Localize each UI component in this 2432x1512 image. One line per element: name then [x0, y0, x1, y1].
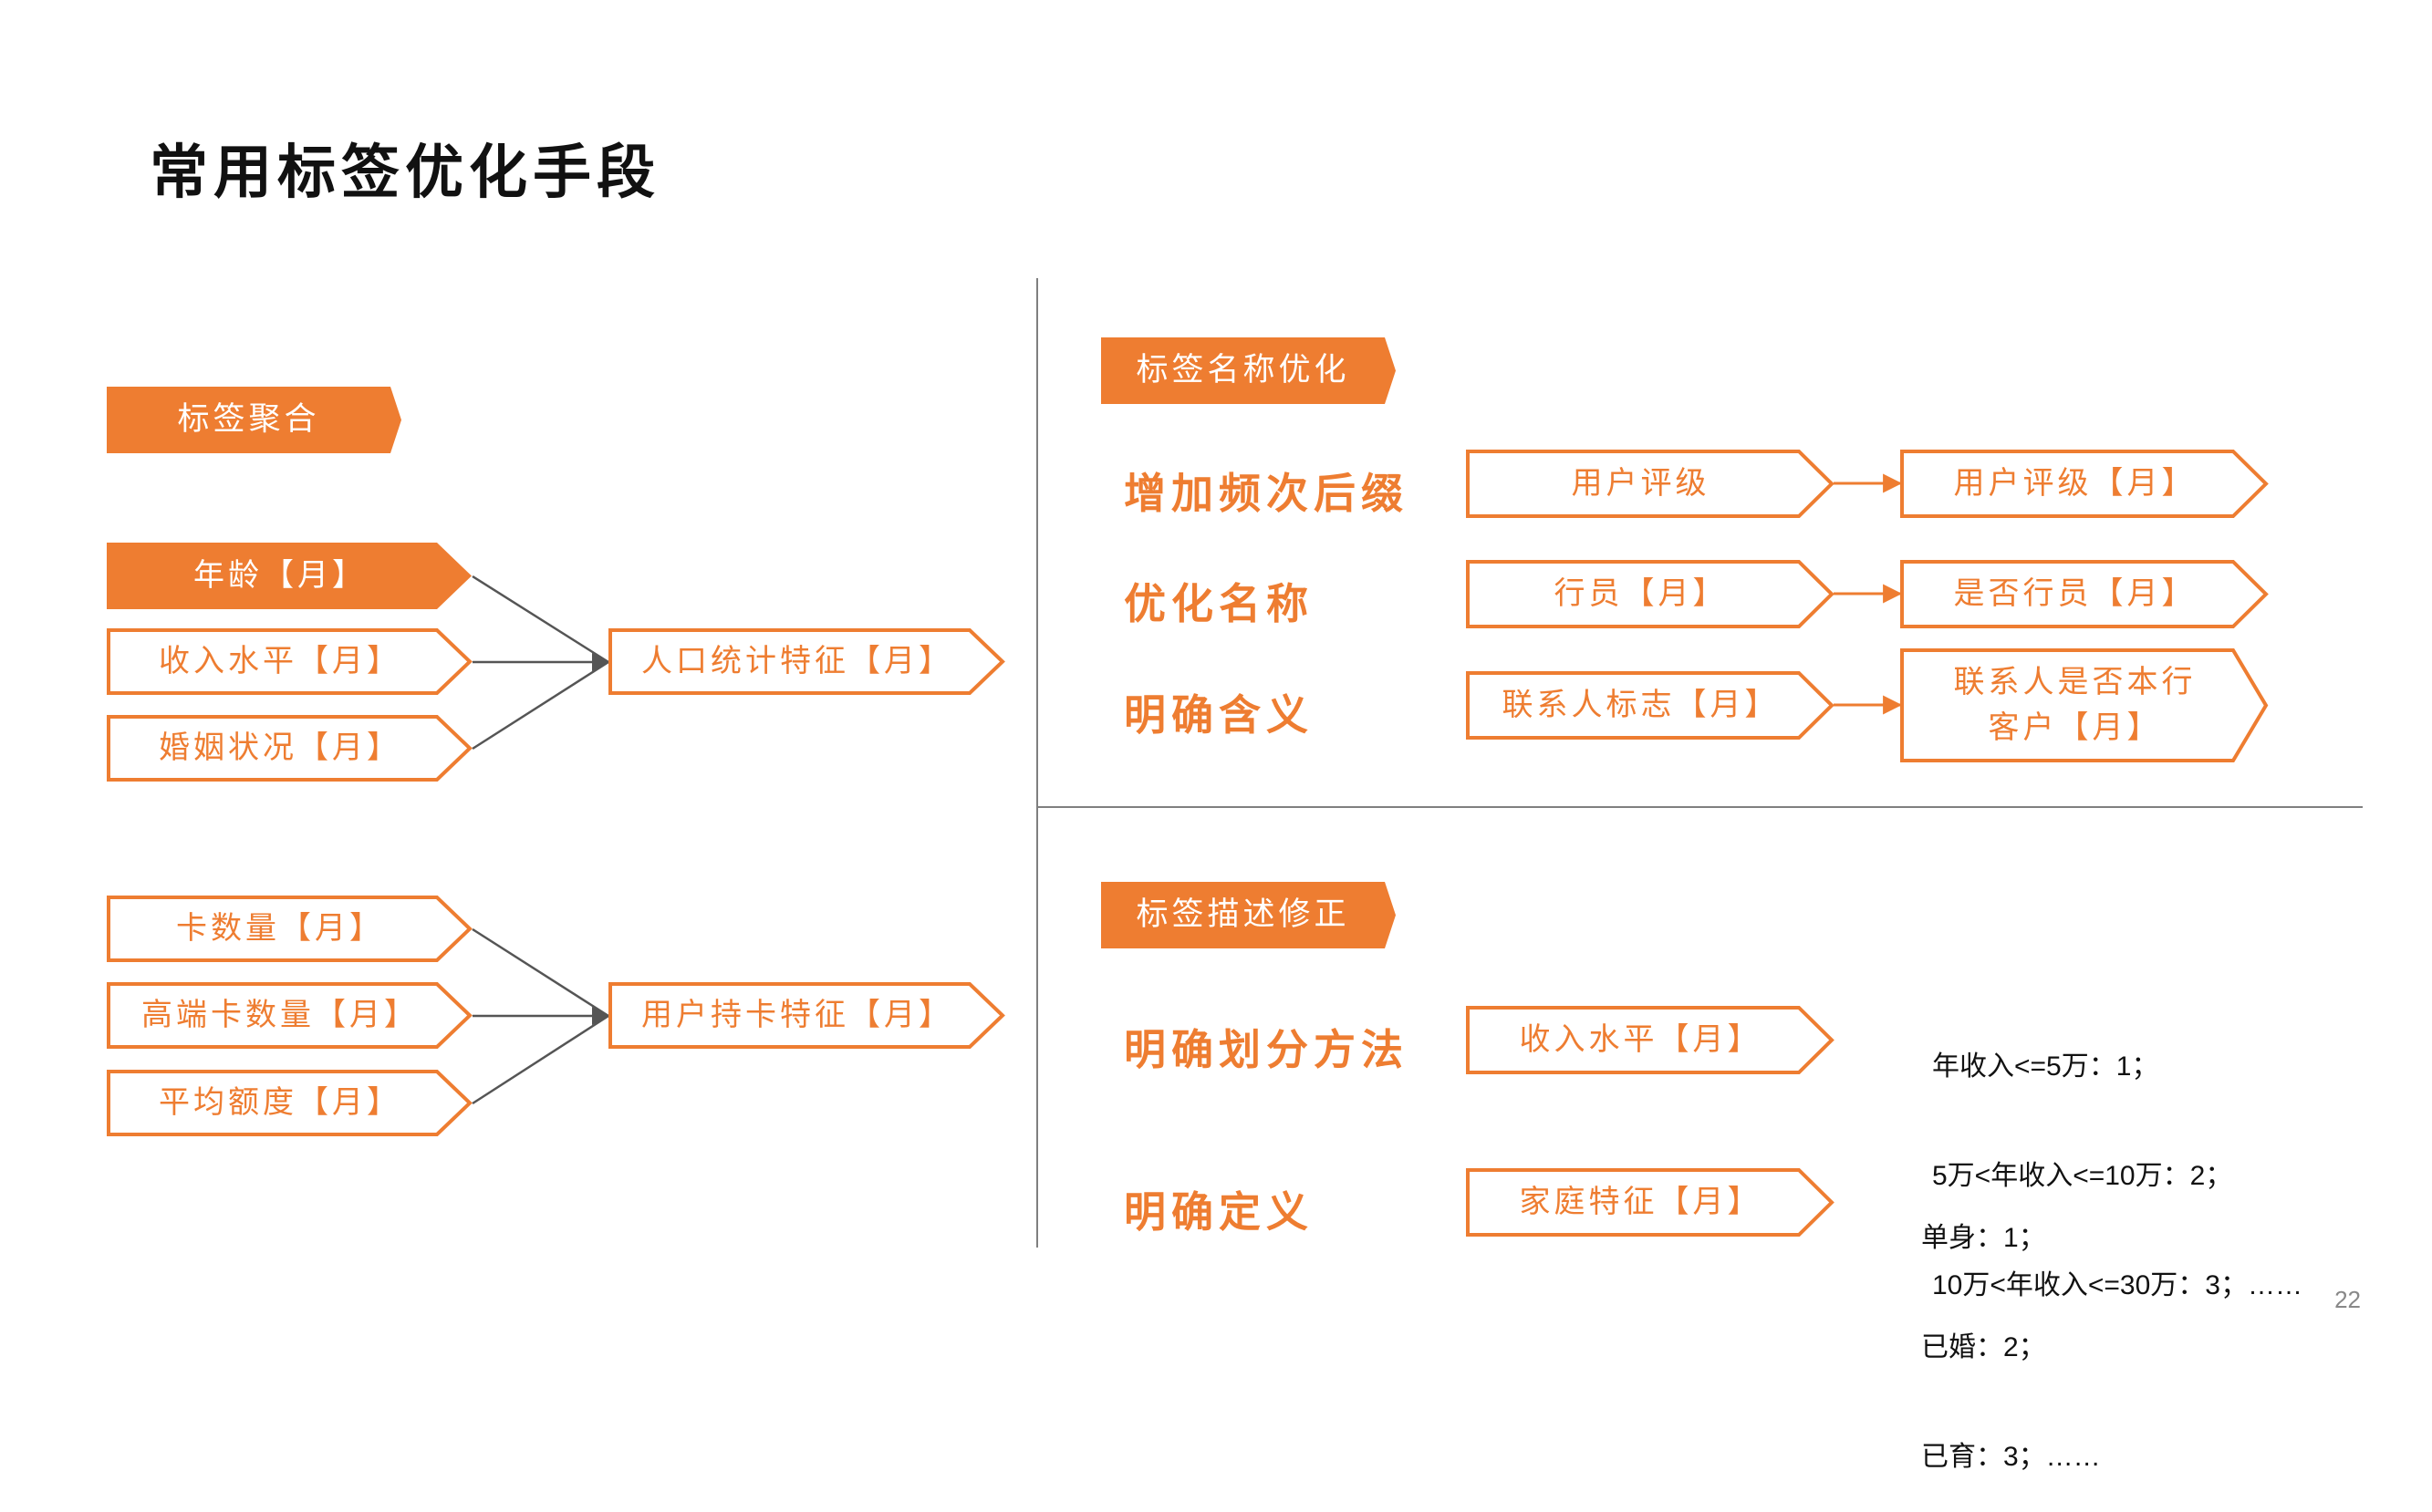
before-label-user-rating: 用户评级: [1571, 464, 1710, 502]
group2-connectors: [472, 927, 610, 1105]
after-label-contact-is-customer: 联系人是否本行 客户【月】: [1953, 664, 2197, 746]
tag-aggregation: 标签聚合: [107, 387, 401, 453]
family-note-line: 单身：1；: [1921, 1223, 2046, 1253]
method-clarify-division: 明确划分方法: [1124, 1025, 1408, 1074]
group1-connectors: [472, 575, 610, 751]
method-add-frequency-suffix: 增加频次后缀: [1124, 469, 1408, 518]
after-label-user-rating-monthly: 用户评级【月】: [1953, 464, 2197, 502]
before-label-staff: 行员【月】: [1554, 575, 1728, 612]
tag-name-optimization: 标签名称优化: [1101, 337, 1396, 404]
income-note-line: 10万<年收入<=30万：3；……: [1932, 1270, 2302, 1300]
label-box-income-level: 收入水平【月】: [1466, 1006, 1834, 1074]
label-family-status: 家庭特征【月】: [1519, 1183, 1762, 1220]
family-definition-notes: 单身：1； 已婚：2； 已育：3；……: [1921, 1147, 2101, 1512]
label-box-family-status: 家庭特征【月】: [1466, 1168, 1834, 1237]
family-note-line: 已育：3；……: [1921, 1442, 2101, 1472]
family-note-line: 已婚：2；: [1921, 1332, 2046, 1362]
output-box-card-holding: 用户持卡特征【月】: [608, 982, 1005, 1049]
tag-description-fix-label: 标签描述修正: [1136, 896, 1350, 934]
after-box-is-staff: 是否行员【月】: [1900, 560, 2269, 628]
connector-layer: [472, 278, 2363, 1248]
input-label-marriage: 婚姻状况【月】: [159, 729, 401, 766]
tag-description-fix: 标签描述修正: [1101, 882, 1396, 948]
after-box-user-rating-monthly: 用户评级【月】: [1900, 450, 2269, 518]
method-optimize-name: 优化名称: [1124, 579, 1314, 628]
input-label-age: 年龄【月】: [193, 556, 367, 594]
input-box-income: 收入水平【月】: [107, 628, 473, 695]
after-box-contact-is-customer: 联系人是否本行 客户【月】: [1900, 648, 2269, 762]
output-label-demographics: 人口统计特征【月】: [641, 642, 953, 679]
label-income-level: 收入水平【月】: [1519, 1020, 1762, 1058]
output-box-demographics: 人口统计特征【月】: [608, 628, 1005, 695]
page-title: 常用标签优化手段: [150, 139, 660, 207]
input-label-average-limit: 平均额度【月】: [159, 1083, 401, 1121]
method-clarify-meaning: 明确含义: [1124, 690, 1314, 740]
output-label-card-holding: 用户持卡特征【月】: [641, 996, 953, 1033]
input-box-average-limit: 平均额度【月】: [107, 1070, 473, 1136]
tag-aggregation-label: 标签聚合: [177, 401, 320, 439]
income-note-line: 年收入<=5万：1；: [1932, 1051, 2159, 1082]
before-box-user-rating: 用户评级: [1466, 450, 1834, 518]
input-label-card-count: 卡数量【月】: [176, 909, 384, 947]
input-box-card-count: 卡数量【月】: [107, 896, 473, 962]
after-label-is-staff: 是否行员【月】: [1953, 575, 2197, 612]
before-box-contact-flag: 联系人标志【月】: [1466, 671, 1834, 740]
tag-name-optimization-label: 标签名称优化: [1136, 352, 1350, 389]
income-division-notes: 年收入<=5万：1； 5万<年收入<=10万：2； 10万<年收入<=30万：3…: [1932, 976, 2302, 1341]
page-number: 22: [2334, 1286, 2361, 1313]
before-box-staff: 行员【月】: [1466, 560, 1834, 628]
before-label-contact-flag: 联系人标志【月】: [1502, 686, 1780, 723]
input-box-marriage: 婚姻状况【月】: [107, 715, 473, 782]
input-label-premium-card-count: 高端卡数量【月】: [141, 996, 419, 1033]
input-box-premium-card-count: 高端卡数量【月】: [107, 982, 473, 1049]
rename-arrows: [1834, 473, 1903, 715]
input-label-income: 收入水平【月】: [159, 642, 401, 679]
method-clarify-definition: 明确定义: [1124, 1187, 1314, 1237]
input-box-age: 年龄【月】: [107, 543, 472, 609]
income-note-line: 5万<年收入<=10万：2；: [1932, 1161, 2233, 1191]
